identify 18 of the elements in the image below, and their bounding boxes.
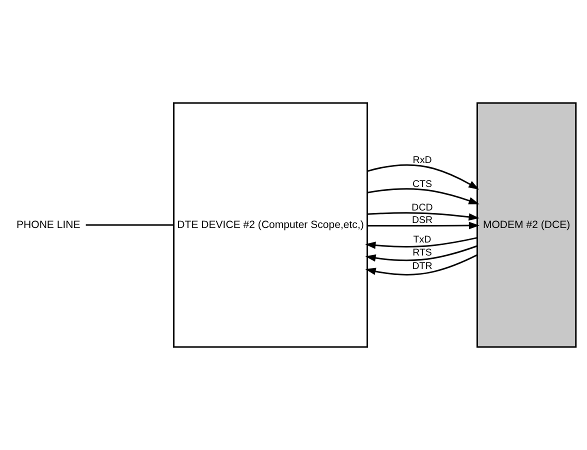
arrow <box>365 254 478 276</box>
arrow <box>367 222 480 230</box>
arrow <box>365 245 478 262</box>
arrow <box>367 212 480 221</box>
node-box: MODEM #2 (DCE) <box>476 102 577 348</box>
arrow <box>365 237 478 249</box>
edge-label: RxD <box>412 154 432 166</box>
edge-label: DSR <box>412 215 433 226</box>
edge-label: DTR <box>412 260 432 272</box>
arrow <box>367 164 480 190</box>
arrow <box>367 188 480 204</box>
edge-label: RTS <box>412 247 432 258</box>
connector <box>86 224 174 226</box>
node-box: DTE DEVICE #2 (Computer Scope,etc,) <box>173 102 368 348</box>
edge-label: TxD <box>413 234 432 246</box>
edge-label: CTS <box>412 178 432 190</box>
edge-label: DCD <box>412 202 433 214</box>
node-text: PHONE LINE <box>16 218 80 231</box>
